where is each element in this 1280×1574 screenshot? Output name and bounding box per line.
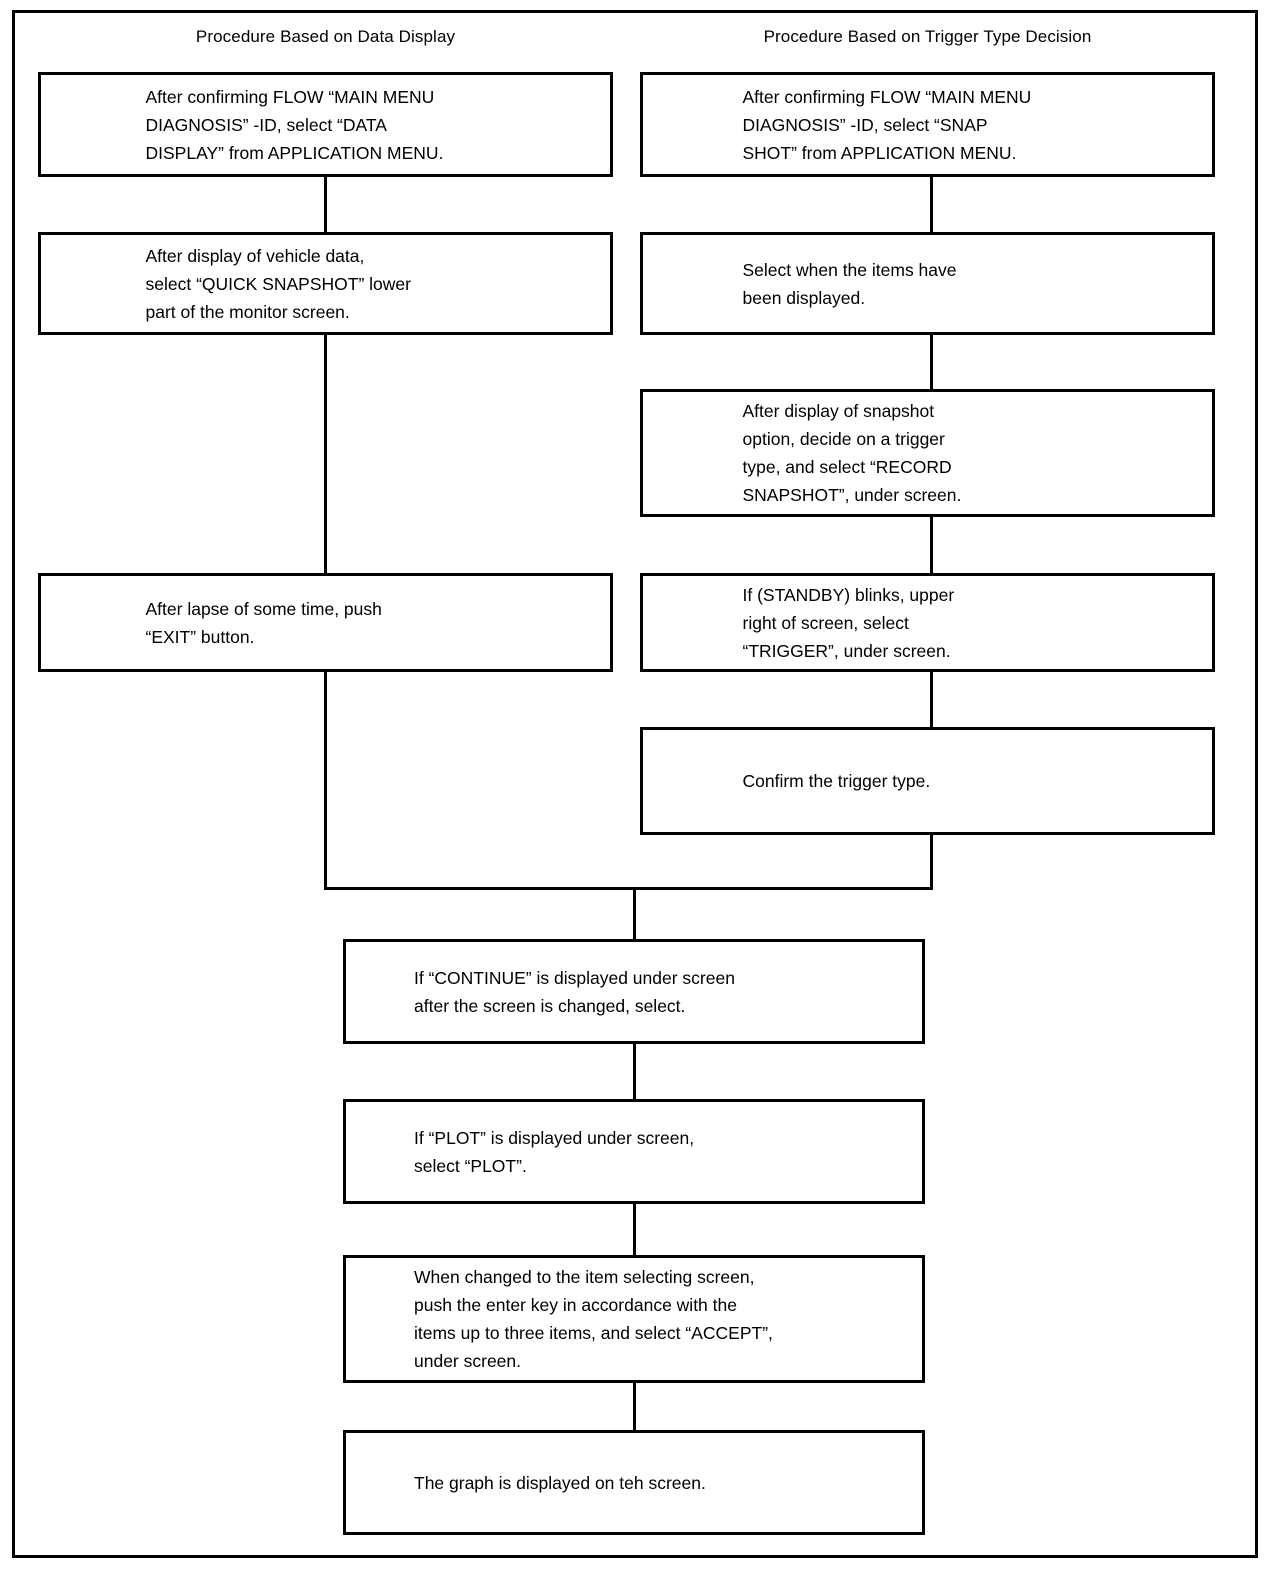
process-box-trigger-step-3[interactable]: After display of snapshot option, decide…	[640, 389, 1215, 517]
connector-right-5-to-merge	[930, 835, 933, 890]
process-box-text: The graph is displayed on teh screen.	[414, 1472, 706, 1493]
diagram-outer-frame	[12, 10, 1258, 1558]
process-box-text: Confirm the trigger type.	[742, 771, 931, 791]
process-box-merged-step-4[interactable]: The graph is displayed on teh screen.	[343, 1430, 925, 1535]
process-box-text: After confirming FLOW “MAIN MENU DIAGNOS…	[742, 86, 1032, 163]
process-box-text: After display of vehicle data, select “Q…	[145, 245, 411, 322]
process-box-text: Select when the items have been displaye…	[742, 259, 957, 308]
process-box-data-display-step-3[interactable]: After lapse of some time, push “EXIT” bu…	[38, 573, 613, 672]
process-box-trigger-step-4[interactable]: If (STANDBY) blinks, upper right of scre…	[640, 573, 1215, 672]
process-box-text: When changed to the item selecting scree…	[414, 1267, 773, 1371]
connector-left-2-to-3	[324, 335, 327, 575]
connector-right-4-to-5	[930, 672, 933, 729]
process-box-trigger-step-5[interactable]: Confirm the trigger type.	[640, 727, 1215, 835]
process-box-text: After display of snapshot option, decide…	[742, 401, 962, 505]
process-box-text: After confirming FLOW “MAIN MENU DIAGNOS…	[145, 86, 444, 163]
connector-right-1-to-2	[930, 177, 933, 234]
connector-merged-2-to-3	[633, 1204, 636, 1257]
process-box-text: If (STANDBY) blinks, upper right of scre…	[742, 584, 955, 661]
connector-right-3-to-4	[930, 517, 933, 575]
connector-merged-1-to-2	[633, 1044, 636, 1101]
process-box-merged-step-1[interactable]: If “CONTINUE” is displayed under screen …	[343, 939, 925, 1044]
column-heading-data-display: Procedure Based on Data Display	[195, 27, 456, 46]
column-heading-trigger-type: Procedure Based on Trigger Type Decision	[763, 27, 1092, 46]
connector-merge-rail	[324, 887, 933, 890]
process-box-merged-step-2[interactable]: If “PLOT” is displayed under screen, sel…	[343, 1099, 925, 1204]
connector-merge-to-step-1	[633, 887, 636, 941]
process-box-data-display-step-2[interactable]: After display of vehicle data, select “Q…	[38, 232, 613, 335]
process-box-text: After lapse of some time, push “EXIT” bu…	[145, 598, 382, 647]
process-box-trigger-step-1[interactable]: After confirming FLOW “MAIN MENU DIAGNOS…	[640, 72, 1215, 177]
connector-left-3-to-merge	[324, 672, 327, 890]
process-box-text: If “PLOT” is displayed under screen, sel…	[414, 1127, 695, 1176]
process-box-text: If “CONTINUE” is displayed under screen …	[414, 967, 735, 1016]
connector-merged-3-to-4	[633, 1383, 636, 1432]
connector-right-2-to-3	[930, 335, 933, 391]
process-box-data-display-step-1[interactable]: After confirming FLOW “MAIN MENU DIAGNOS…	[38, 72, 613, 177]
process-box-trigger-step-2[interactable]: Select when the items have been displaye…	[640, 232, 1215, 335]
connector-left-1-to-2	[324, 177, 327, 234]
process-box-merged-step-3[interactable]: When changed to the item selecting scree…	[343, 1255, 925, 1383]
